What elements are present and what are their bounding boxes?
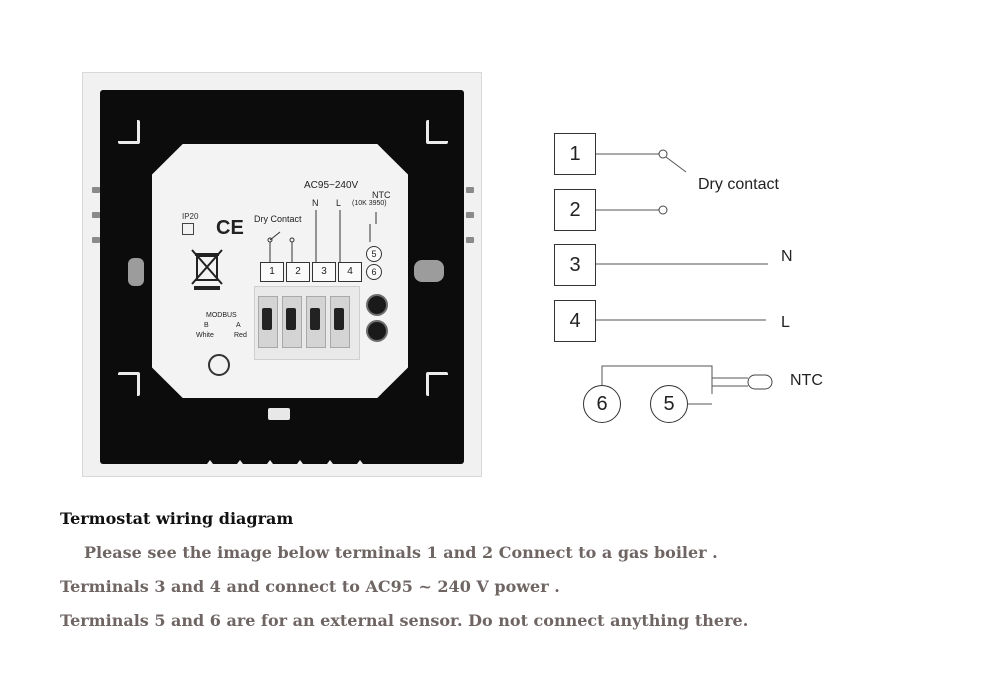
l-label: L xyxy=(336,198,342,208)
description-title: Termostat wiring diagram xyxy=(60,509,294,528)
frame-tooth xyxy=(294,460,306,468)
l-text: L xyxy=(781,314,790,331)
device-sensor-terminal: 5 xyxy=(366,246,382,262)
schematic-terminal-2: 2 xyxy=(554,189,596,231)
frame-slot xyxy=(92,237,100,243)
n-label: N xyxy=(312,198,319,208)
modbus-a-label: A xyxy=(236,322,241,329)
schematic-terminal-1: 1 xyxy=(554,133,596,175)
device-terminal: 4 xyxy=(338,262,362,282)
terminal-screw xyxy=(286,308,296,330)
modbus-red-label: Red xyxy=(234,332,247,339)
frame-slot xyxy=(466,187,474,193)
schematic-terminal-4: 4 xyxy=(554,300,596,342)
ntc-text: NTC xyxy=(790,372,823,389)
device-wire-lines xyxy=(267,210,377,262)
modbus-label: MODBUS xyxy=(206,312,237,319)
mounting-clip xyxy=(426,372,448,396)
ip-rating-label: IP20 xyxy=(182,212,199,221)
schematic-terminal-6: 6 xyxy=(583,385,621,423)
sensor-socket xyxy=(366,294,388,316)
weee-bin-icon xyxy=(191,249,223,290)
description-line-3: Terminals 5 and 6 are for an external se… xyxy=(60,611,749,630)
thermostat-back-photo: IP20 CE AC95~240V NTC (10K 3950) N L Dry… xyxy=(82,72,482,482)
frame-slot xyxy=(92,212,100,218)
device-sensor-terminal: 6 xyxy=(366,264,382,280)
device-terminal: 2 xyxy=(286,262,310,282)
description-line-1: Please see the image below terminals 1 a… xyxy=(84,543,718,562)
frame-slot xyxy=(466,212,474,218)
ip-rating-box xyxy=(182,223,194,235)
ce-mark: CE xyxy=(216,217,244,239)
frame-tooth xyxy=(204,460,216,468)
voltage-label: AC95~240V xyxy=(304,180,359,191)
frame-tooth xyxy=(234,460,246,468)
side-latch xyxy=(414,260,444,282)
dry-contact-label: Dry Contact xyxy=(254,214,302,224)
ntc-spec-label: (10K 3950) xyxy=(352,200,387,207)
terminal-screw xyxy=(334,308,344,330)
ntc-label: NTC xyxy=(372,190,391,200)
wiring-schematic: 1 2 3 4 Dry contact N L NTC 6 5 xyxy=(548,128,848,428)
description-line-2: Terminals 3 and 4 and connect to AC95 ~ … xyxy=(60,577,560,596)
mounting-clip xyxy=(426,120,448,144)
frame-tooth xyxy=(324,460,336,468)
frame-tooth xyxy=(264,460,276,468)
frame-tooth xyxy=(354,460,366,468)
n-text: N xyxy=(781,248,793,265)
mounting-clip xyxy=(118,120,140,144)
schematic-wires xyxy=(596,149,773,405)
device-terminal: 3 xyxy=(312,262,336,282)
device-terminal-row: 1 2 3 4 xyxy=(260,262,364,282)
release-tab xyxy=(268,408,290,420)
frame-slot xyxy=(92,187,100,193)
schematic-terminal-5: 5 xyxy=(650,385,688,423)
mounting-clip xyxy=(118,372,140,396)
side-latch xyxy=(128,258,144,286)
modbus-b-label: B xyxy=(204,322,209,329)
sensor-socket xyxy=(366,320,388,342)
schematic-terminal-3: 3 xyxy=(554,244,596,286)
modbus-white-label: White xyxy=(196,332,214,339)
terminal-screw xyxy=(262,308,272,330)
dry-contact-text: Dry contact xyxy=(698,176,779,193)
frame-slot xyxy=(466,237,474,243)
device-terminal: 1 xyxy=(260,262,284,282)
reset-button xyxy=(208,354,230,376)
terminal-screw xyxy=(310,308,320,330)
